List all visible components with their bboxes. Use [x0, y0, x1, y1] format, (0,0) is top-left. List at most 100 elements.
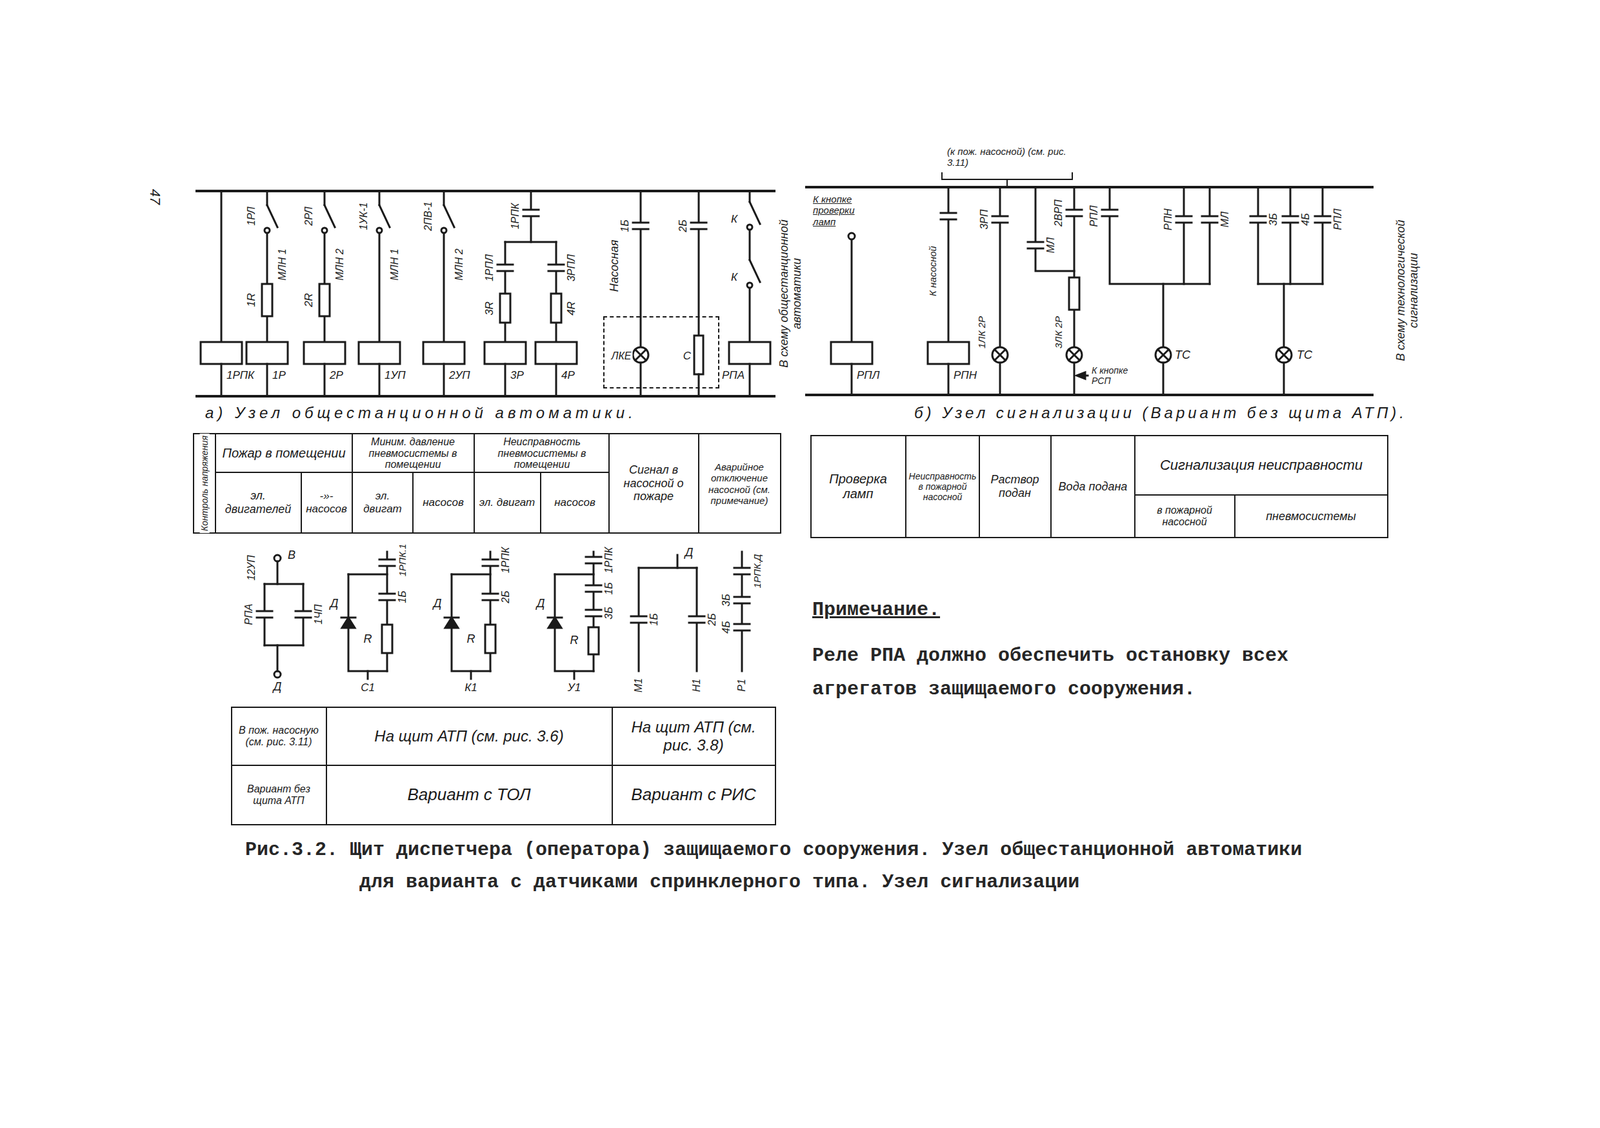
- component-label: 1РЛ: [245, 205, 258, 227]
- component-label: Д: [432, 596, 444, 611]
- schematic: [193, 172, 1388, 825]
- component-label: 1РПК: [225, 369, 256, 382]
- component-label: 3Б: [603, 605, 615, 620]
- node-heading: Насосная: [607, 238, 622, 294]
- component-label: 3Б: [1267, 211, 1280, 227]
- wire: [947, 363, 950, 395]
- page-number: 47: [146, 187, 163, 206]
- wire: [276, 561, 279, 584]
- reference-note: К кнопке РСП: [1090, 365, 1140, 386]
- wire: [220, 363, 223, 397]
- component-label: 12УП: [245, 553, 258, 582]
- table-cell: Аварийное отключение насосной (см. приме…: [700, 461, 779, 506]
- table-cell: Сигнал в насосной о пожаре: [612, 463, 696, 504]
- component-label: У1: [566, 681, 582, 695]
- switch-symbol: [746, 260, 760, 288]
- wire: [749, 363, 751, 397]
- table-line: [608, 433, 610, 533]
- component-label: 1ЧП: [312, 602, 325, 626]
- component-label: МЛН 1: [276, 247, 289, 282]
- component-label: 3R: [483, 300, 497, 317]
- wire: [947, 187, 950, 342]
- contact-symbol: [1175, 216, 1193, 223]
- table-line: [540, 472, 542, 533]
- reference-note: (к пож. насосной) (см. рис. 3.11): [945, 145, 1078, 169]
- table-cell: Вода подана: [1053, 480, 1133, 494]
- contact-symbol: [522, 209, 540, 217]
- table-cell: эл. двигат: [354, 489, 412, 515]
- component-label: МЛ: [1219, 210, 1231, 229]
- component-label: 3ЛК 2Р: [1052, 314, 1064, 350]
- component-label: R: [362, 632, 374, 646]
- contact-symbol: [256, 610, 273, 618]
- relay-coil: [484, 341, 526, 364]
- component-label: 4Р: [560, 369, 577, 382]
- component-label: 1РПЛ: [483, 252, 496, 283]
- component-label: 1УК-1: [358, 201, 370, 232]
- wire: [850, 236, 853, 342]
- switch-symbol: [746, 201, 760, 230]
- figure-caption: Рис.3.2. Щит диспетчера (оператора) защи…: [245, 833, 1324, 899]
- relay-coil: [246, 341, 288, 364]
- wire: [348, 573, 388, 576]
- component-label: С1: [359, 681, 377, 695]
- component-label: 1РПК: [603, 545, 615, 575]
- switch-symbol: [263, 205, 278, 233]
- wire: [1162, 362, 1165, 395]
- component-label: 1R: [245, 291, 259, 309]
- wire: [443, 363, 446, 397]
- component-label: 2УП: [447, 369, 472, 382]
- table-cell: Пожар в помещении: [218, 445, 350, 461]
- component-label: 1УП: [383, 369, 408, 382]
- contact-symbol: [585, 609, 602, 617]
- wire: [1162, 283, 1165, 348]
- wire: [264, 644, 304, 647]
- wire: [451, 574, 491, 671]
- lamp-symbol: [1066, 347, 1082, 363]
- component-label: МЛН 2: [334, 247, 346, 282]
- component-label: 1РПК.1: [396, 542, 408, 579]
- resistor-symbol: [485, 624, 496, 653]
- table-line: [351, 433, 353, 533]
- pump-room-box: НасоснаяЛКЕС: [603, 316, 720, 389]
- table-line: [1234, 494, 1236, 538]
- resistor-symbol: [500, 293, 511, 323]
- side-note: В схему технологической сигнализации: [1394, 185, 1421, 395]
- component-label: РПЛ: [1332, 207, 1344, 231]
- diode-symbol: [444, 617, 459, 628]
- table-cell: -»- насосов: [301, 489, 351, 515]
- component-label: Д: [683, 545, 695, 560]
- wire: [266, 363, 269, 397]
- wire: [554, 573, 594, 576]
- wire: [555, 241, 558, 342]
- component-label: 1Р: [270, 369, 288, 382]
- table-cell: Сигнализация неисправности: [1140, 456, 1382, 473]
- wire: [555, 363, 558, 397]
- table-cell: Вариант с РИС: [618, 785, 770, 805]
- component-label: Д: [535, 596, 547, 611]
- resistor-symbol: [261, 283, 273, 317]
- wire: [1035, 187, 1075, 271]
- table-line: [1134, 494, 1388, 496]
- relay-coil: [358, 341, 400, 364]
- component-label: МЛН 1: [389, 247, 401, 282]
- component-label: МЛН 2: [453, 247, 466, 282]
- note-text: Реле РПА должно обеспечить остановку все…: [810, 638, 1317, 706]
- table-cell: пневмосистемы: [1238, 509, 1384, 524]
- reference-note: К кнопке проверки ламп: [811, 193, 879, 228]
- component-label: РПН: [952, 369, 979, 382]
- lamp-symbol: [632, 347, 649, 363]
- lamp-symbol: [992, 347, 1008, 363]
- component-label: 4R: [565, 300, 579, 317]
- diode-symbol: [547, 617, 562, 628]
- switch-symbol: [321, 205, 335, 233]
- table-line: [193, 433, 781, 533]
- wire: [1283, 283, 1286, 348]
- wire: [573, 670, 576, 679]
- contact-symbol: [496, 264, 514, 271]
- contact-symbol: [585, 556, 602, 564]
- lamp-symbol: [1276, 347, 1292, 363]
- wire: [1289, 187, 1292, 284]
- component-label: 1РПК: [509, 201, 522, 231]
- resistor-symbol: [550, 293, 562, 323]
